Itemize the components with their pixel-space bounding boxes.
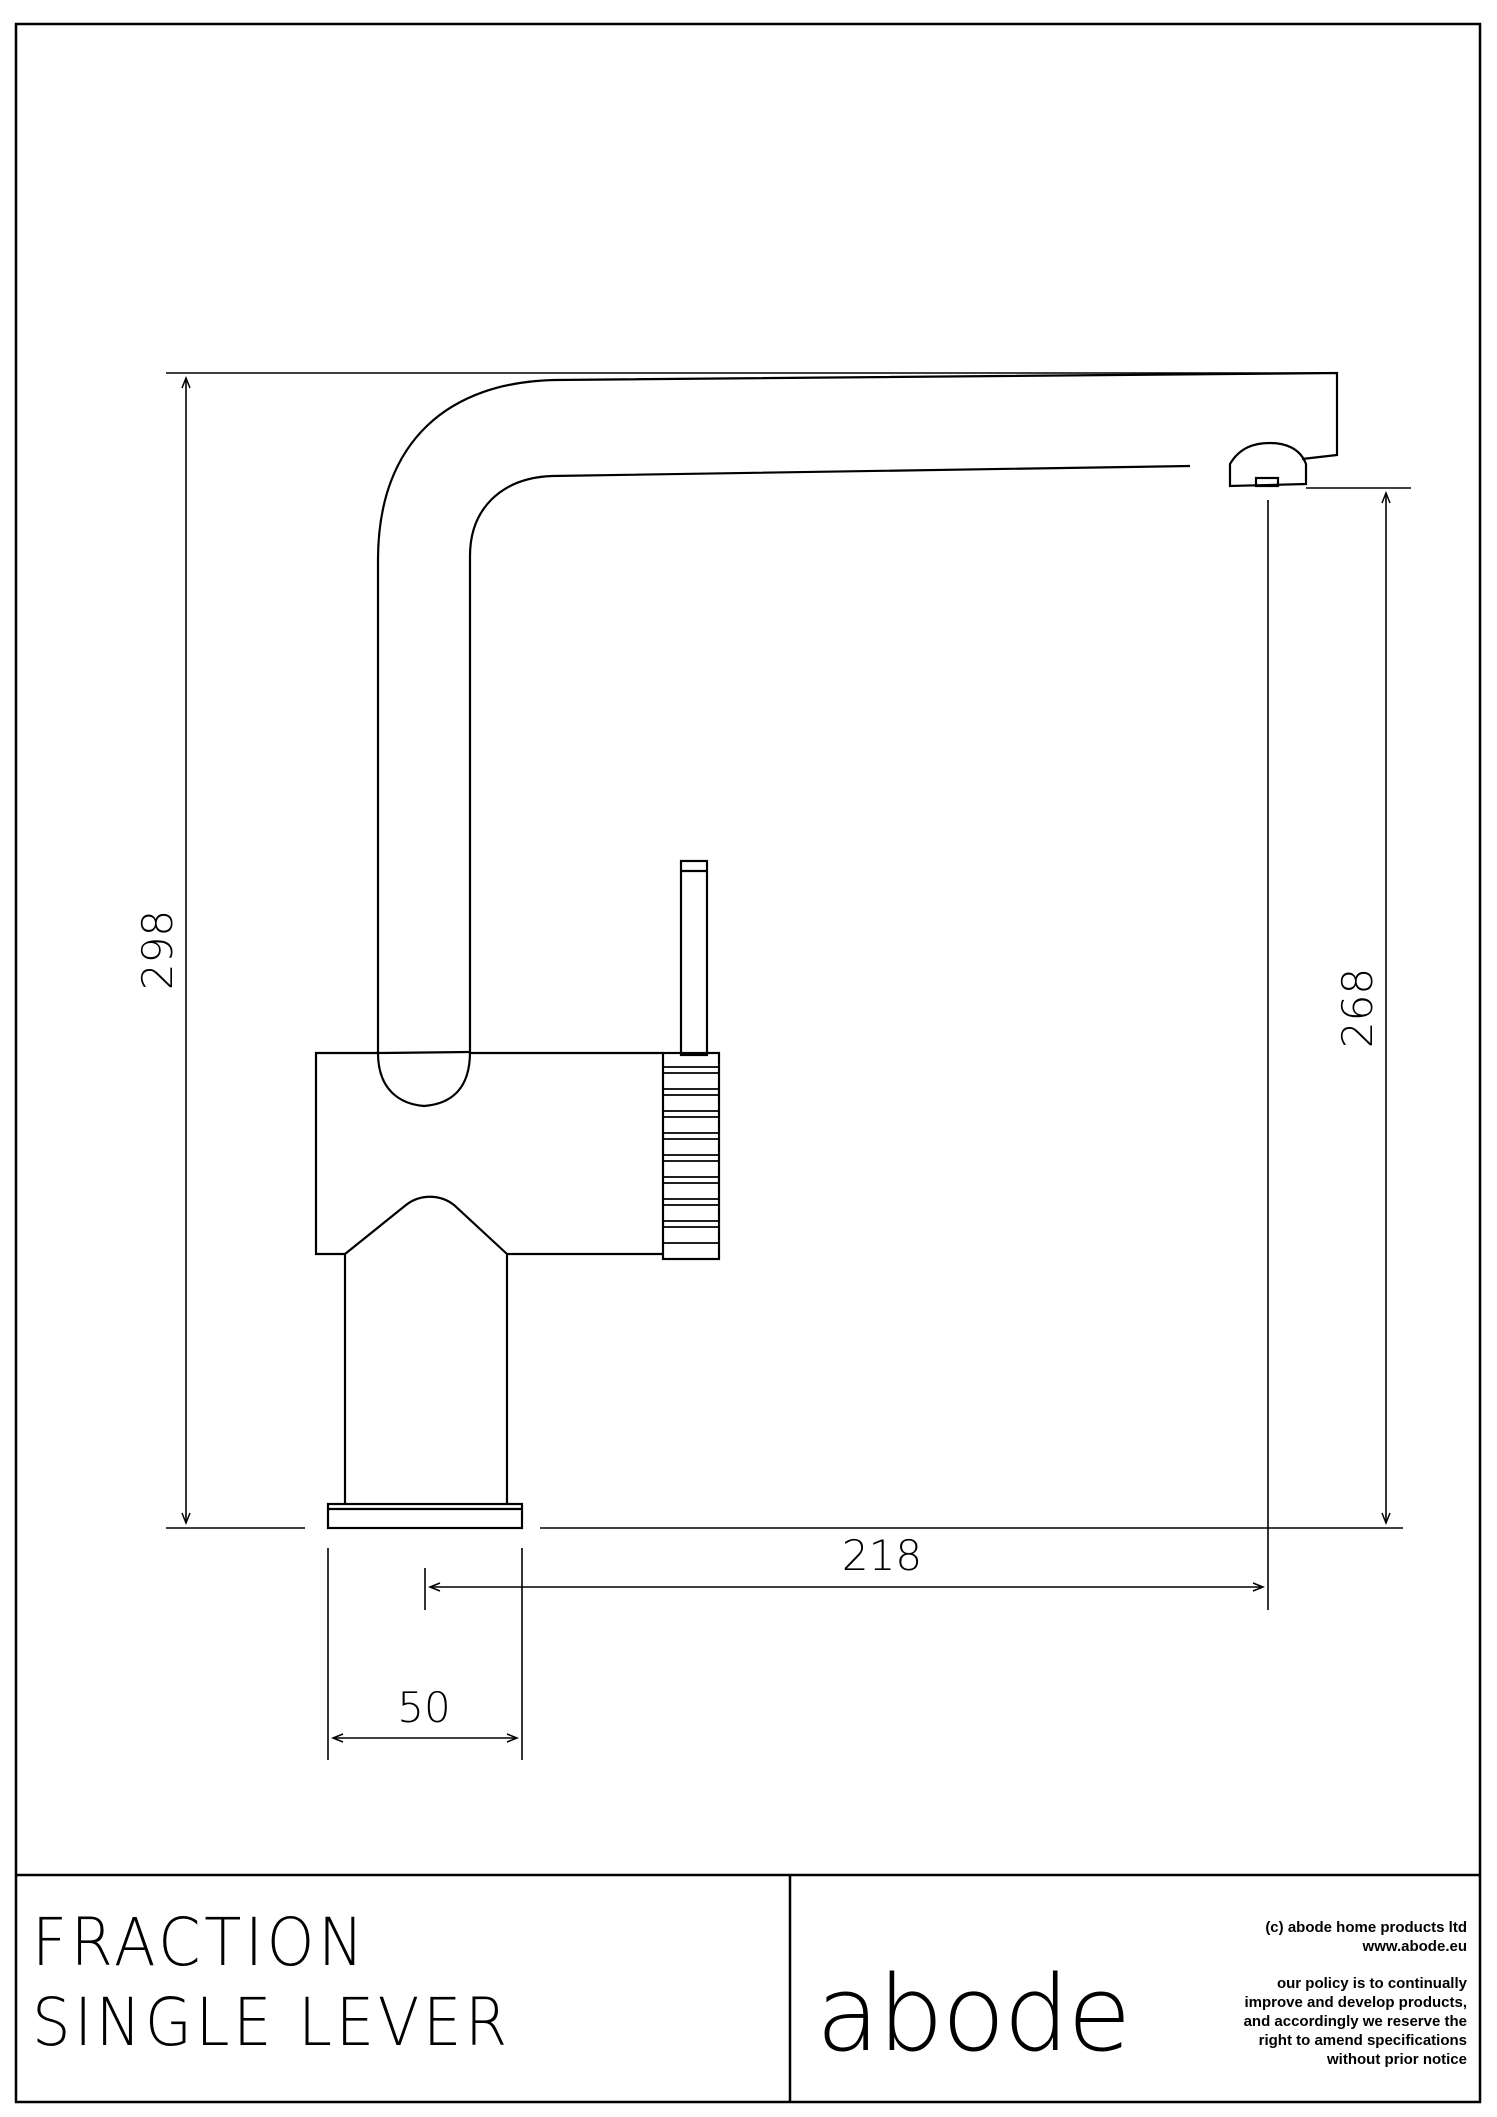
knurl-lines [663, 1066, 719, 1244]
policy-line: right to amend specifications [1258, 2032, 1467, 2049]
policy-line: without prior notice [1327, 2051, 1467, 2068]
website-text: www.abode.eu [1362, 1938, 1467, 1955]
policy-line: our policy is to continually [1276, 1975, 1467, 1992]
policy-notice: our policy is to continually improve and… [1244, 1974, 1467, 2069]
aerator-slot [1254, 476, 1280, 488]
policy-line: and accordingly we reserve the [1243, 2013, 1467, 2030]
faucet-side-view [314, 371, 1339, 1530]
copyright-text: (c) abode home products ltd [1265, 1919, 1467, 1936]
dim-label-overall-height: 298 [133, 910, 182, 990]
abode-logo: abode [816, 1953, 1131, 2075]
copyright-block: (c) abode home products ltd www.abode.eu [1265, 1918, 1467, 1956]
aerator [1228, 441, 1308, 488]
spout-outer [376, 371, 1339, 1053]
dimension-lines [166, 372, 1411, 1760]
product-name: FRACTION [32, 1904, 368, 1981]
spout-inner [468, 464, 1191, 1053]
drawing-border [14, 22, 1482, 2104]
mixer-body [314, 1051, 378, 1256]
knurled-cap [661, 1051, 721, 1261]
product-subtitle: SINGLE LEVER [32, 1984, 511, 2061]
base-flange [326, 1502, 524, 1530]
dim-label-spout-reach: 218 [842, 1531, 922, 1580]
policy-line: improve and develop products, [1244, 1994, 1467, 2011]
lever-handle [679, 859, 709, 1057]
dim-label-base-diameter: 50 [397, 1683, 450, 1732]
dim-label-spout-height: 268 [1333, 968, 1382, 1048]
